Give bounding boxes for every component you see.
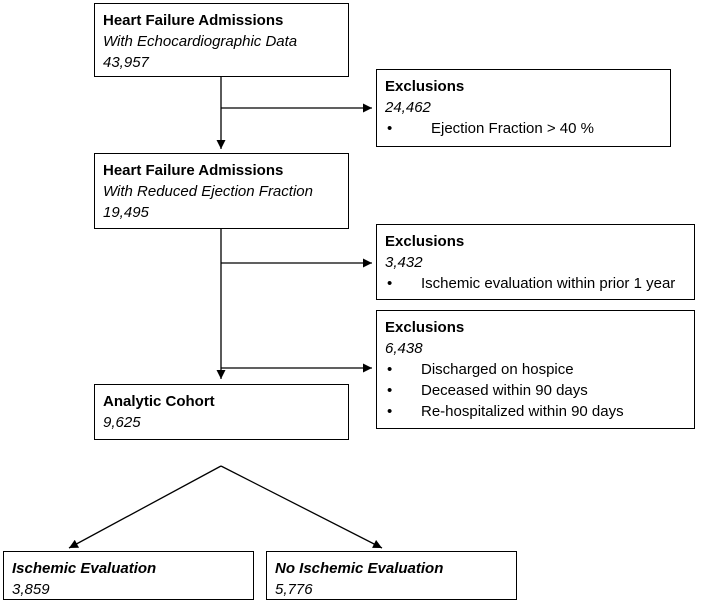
box-title: No Ischemic Evaluation	[275, 560, 444, 577]
box-count: 24,462	[385, 99, 431, 116]
exclusion-reason: • Re-hospitalized within 90 days	[385, 401, 686, 422]
exclusion-reason: • Discharged on hospice	[385, 359, 686, 380]
box-subtitle: With Echocardiographic Data	[103, 33, 298, 50]
bullet: •	[387, 361, 393, 378]
hf-admissions-ref-box: Heart Failure Admissions With Reduced Ej…	[94, 153, 349, 229]
reason-text: Ischemic evaluation within prior 1 year	[421, 275, 676, 292]
box-count: 3,859	[12, 581, 50, 598]
exclusion-reasons: • Discharged on hospice • Deceased withi…	[385, 359, 686, 422]
bullet: •	[387, 403, 393, 420]
box-title: Ischemic Evaluation	[12, 560, 157, 577]
exclusion-box-2: Exclusions 3,432 • Ischemic evaluation w…	[376, 224, 695, 300]
box-count: 3,432	[385, 254, 423, 271]
reason-text: Ejection Fraction > 40 %	[431, 120, 595, 137]
exclusion-box-3: Exclusions 6,438 • Discharged on hospice…	[376, 310, 695, 429]
hf-admissions-echo-box: Heart Failure Admissions With Echocardio…	[94, 3, 349, 77]
box-count: 6,438	[385, 340, 423, 357]
exclusion-reason: • Deceased within 90 days	[385, 380, 686, 401]
reason-text: Discharged on hospice	[421, 361, 574, 378]
analytic-cohort-box: Analytic Cohort 9,625	[94, 384, 349, 440]
bullet: •	[387, 275, 393, 292]
exclusion-reasons: • Ischemic evaluation within prior 1 yea…	[385, 273, 686, 294]
box-title: Exclusions	[385, 233, 465, 250]
box-subtitle: With Reduced Ejection Fraction	[103, 183, 313, 200]
box-title: Heart Failure Admissions	[103, 12, 284, 29]
no-ischemic-evaluation-box: No Ischemic Evaluation 5,776	[266, 551, 517, 600]
box-title: Exclusions	[385, 319, 465, 336]
reason-text: Deceased within 90 days	[421, 382, 588, 399]
box-count: 43,957	[103, 54, 149, 71]
box-count: 5,776	[275, 581, 313, 598]
ischemic-evaluation-box: Ischemic Evaluation 3,859	[3, 551, 254, 600]
reason-text: Re-hospitalized within 90 days	[421, 403, 624, 420]
exclusion-box-1: Exclusions 24,462 • Ejection Fraction > …	[376, 69, 671, 147]
exclusion-reason: • Ischemic evaluation within prior 1 yea…	[385, 273, 686, 294]
exclusion-reasons: • Ejection Fraction > 40 %	[385, 118, 662, 139]
box-title: Analytic Cohort	[103, 393, 215, 410]
box-title: Exclusions	[385, 78, 465, 95]
bullet: •	[387, 382, 393, 399]
box-count: 9,625	[103, 414, 141, 431]
arrow-to-no-ischemic-evaluation	[220, 465, 383, 549]
box-title: Heart Failure Admissions	[103, 162, 284, 179]
bullet: •	[387, 120, 393, 137]
box-count: 19,495	[103, 204, 149, 221]
exclusion-reason: • Ejection Fraction > 40 %	[385, 118, 662, 139]
arrow-to-ischemic-evaluation	[68, 465, 222, 549]
